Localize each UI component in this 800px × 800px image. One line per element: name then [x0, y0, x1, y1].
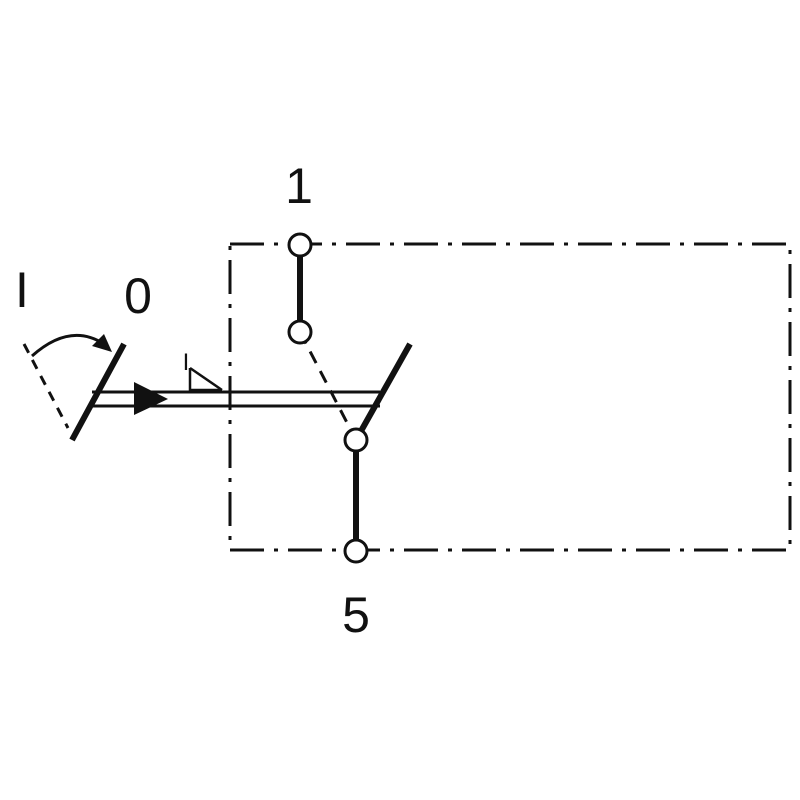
- actuator-mark-label: I: [183, 349, 190, 376]
- motion-arc-arrowhead: [92, 334, 112, 352]
- terminal-label-1: 1: [285, 158, 313, 214]
- rocker-alternate-dashed: [22, 343, 70, 429]
- contact-pivot: [343, 427, 369, 453]
- terminal-5: [343, 538, 369, 564]
- actuator-triangle-hyp: [189, 366, 223, 392]
- rocker-actuator: [69, 342, 127, 442]
- moving-contact-blade: [353, 342, 413, 442]
- arrow-head: [134, 382, 168, 415]
- terminal-1: [287, 232, 313, 258]
- position-label-on: I: [15, 262, 29, 318]
- position-label-off: 0: [124, 268, 152, 324]
- contact-point-upper: [287, 319, 313, 345]
- alternate-position-dashed: [298, 331, 358, 441]
- actuator-triangle: [188, 368, 222, 392]
- terminal-label-5: 5: [342, 587, 370, 643]
- motion-arc: [31, 333, 105, 358]
- switch-housing: [228, 242, 792, 552]
